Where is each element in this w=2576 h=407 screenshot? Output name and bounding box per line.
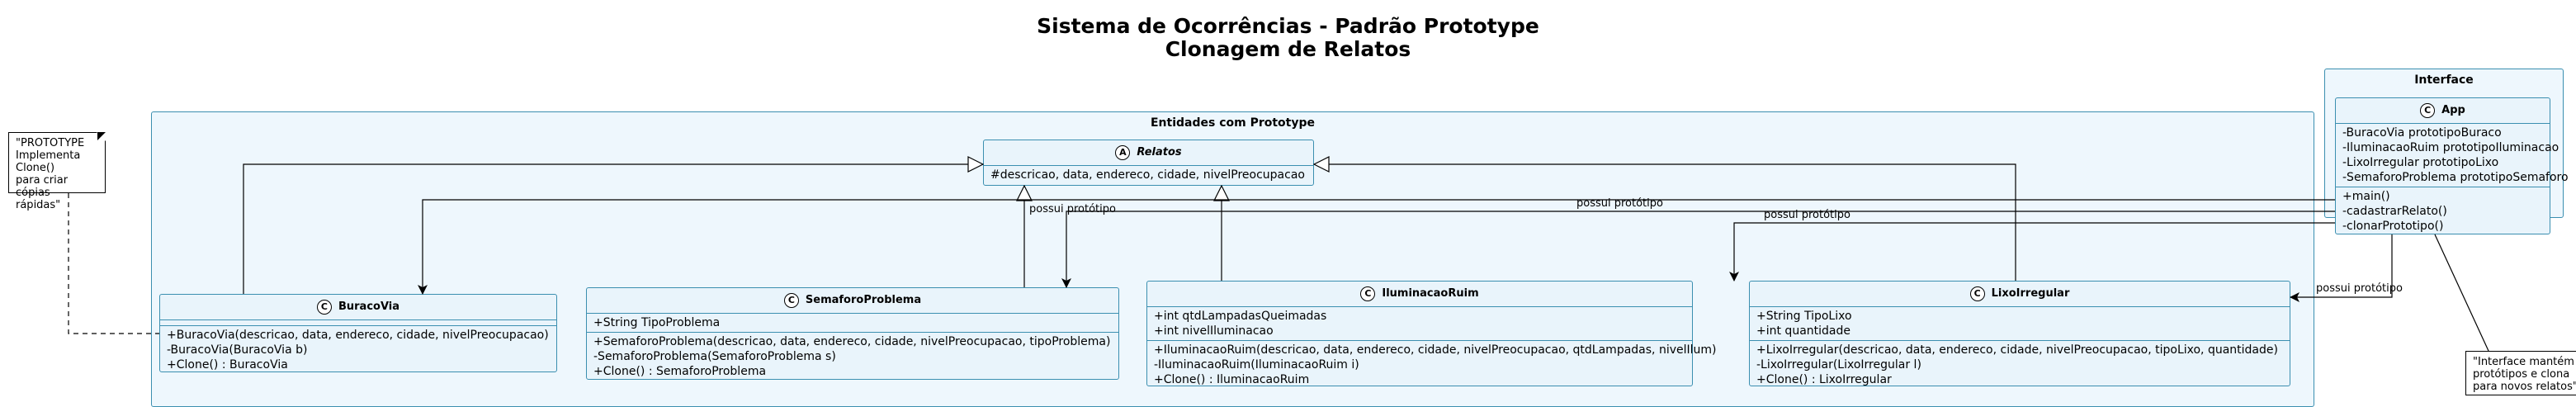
class-buracovia[interactable]: C BuracoVia +BuracoVia(descricao, data, …	[159, 294, 557, 372]
attribute: +int qtdLampadasQueimadas	[1154, 310, 1327, 323]
association-app-buracovia	[418, 199, 2335, 295]
method: -BuracoVia(BuracoVia b)	[167, 343, 308, 357]
class-semaforoproblema-header: C SemaforoProblema	[587, 288, 1118, 314]
class-iluminacaoruim-header: C IluminacaoRuim	[1147, 282, 1692, 307]
note-line: para novos relatos"	[2473, 381, 2576, 393]
class-lixoirregular-name: LixoIrregular	[1991, 287, 2070, 300]
class-icon: C	[1360, 286, 1376, 301]
class-semaforoproblema-attributes: +String TipoProblema	[587, 314, 1118, 333]
class-buracovia-header: C BuracoVia	[160, 295, 556, 320]
class-buracovia-attributes	[160, 320, 556, 326]
class-semaforoproblema-methods: +SemaforoProblema(descricao, data, ender…	[587, 333, 1118, 381]
method: +main()	[2342, 190, 2390, 203]
method: -IluminacaoRuim(IluminacaoRuim i)	[1154, 358, 1359, 372]
class-app-name: App	[2441, 104, 2465, 116]
method: +Clone() : BuracoVia	[167, 358, 288, 372]
method: -clonarPrototipo()	[2342, 220, 2444, 233]
association-app-semaforo	[1061, 211, 2335, 288]
class-icon: C	[1969, 286, 1985, 301]
method: +SemaforoProblema(descricao, data, ender…	[593, 335, 1111, 348]
attribute: -BuracoVia prototipoBuraco	[2342, 126, 2502, 140]
attribute: +String TipoProblema	[593, 316, 721, 329]
class-iluminacaoruim-attributes: +int qtdLampadasQueimadas +int nivelIlum…	[1147, 307, 1692, 341]
class-buracovia-name: BuracoVia	[338, 301, 400, 313]
class-relatos-attributes: #descricao, data, endereco, cidade, nive…	[984, 166, 1313, 184]
class-relatos-header: A Relatos	[984, 140, 1313, 166]
attribute: -LixoIrregular prototipoLixo	[2342, 156, 2499, 169]
method: +Clone() : LixoIrregular	[1756, 373, 1892, 386]
note-line: rápidas"	[16, 199, 61, 211]
class-semaforoproblema-name: SemaforoProblema	[805, 294, 922, 306]
association-app-iluminacao	[1729, 222, 2335, 282]
attribute: +int nivelIluminacao	[1154, 324, 1274, 338]
attribute: -IluminacaoRuim prototipoIluminacao	[2342, 141, 2559, 154]
method: +LixoIrregular(descricao, data, endereco…	[1756, 343, 2278, 357]
method: -SemaforoProblema(SemaforoProblema s)	[593, 350, 836, 363]
class-app-attributes: -BuracoVia prototipoBuraco -IluminacaoRu…	[2336, 124, 2569, 187]
attribute: +String TipoLixo	[1756, 310, 1852, 323]
class-lixoirregular-methods: +LixoIrregular(descricao, data, endereco…	[1750, 341, 2290, 389]
association-label: possui protótipo	[1764, 209, 1850, 221]
class-relatos-name: Relatos	[1137, 146, 1182, 159]
note-interface-link	[2434, 234, 2489, 352]
class-relatos[interactable]: A Relatos #descricao, data, endereco, ci…	[983, 140, 1314, 186]
note-prototype-link	[68, 193, 159, 334]
method: -cadastrarRelato()	[2342, 205, 2447, 218]
diagram-subtitle: Clonagem de Relatos	[1165, 37, 1411, 61]
note-line: "Interface mantém	[2473, 356, 2574, 368]
inheritance-lixo-relatos	[1314, 164, 2016, 281]
method: +Clone() : IluminacaoRuim	[1154, 373, 1310, 386]
class-lixoirregular[interactable]: C LixoIrregular +String TipoLixo +int qu…	[1749, 281, 2290, 386]
class-icon: C	[2420, 103, 2436, 118]
association-label: possui protótipo	[2316, 282, 2403, 295]
class-iluminacaoruim[interactable]: C IluminacaoRuim +int qtdLampadasQueimad…	[1146, 281, 1717, 389]
package-interface-title: Interface	[2414, 73, 2474, 87]
note-prototype: "PROTOTYPE Implementa Clone() para criar…	[8, 132, 106, 211]
method: +BuracoVia(descricao, data, endereco, ci…	[167, 329, 549, 342]
inheritance-buracovia-relatos	[243, 164, 983, 294]
abstract-class-icon: A	[1115, 145, 1131, 160]
association-app-lixo	[2290, 234, 2393, 302]
attribute: #descricao, data, endereco, cidade, nive…	[990, 168, 1305, 182]
note-line: Implementa Clone()	[16, 149, 81, 174]
class-app-header: C App	[2336, 98, 2550, 124]
class-app-methods: +main() -cadastrarRelato() -clonarProtot…	[2336, 187, 2550, 235]
attribute: -SemaforoProblema prototipoSemaforo	[2342, 171, 2569, 184]
class-app[interactable]: C App -BuracoVia prototipoBuraco -Ilumin…	[2335, 97, 2569, 235]
package-entities-title: Entidades com Prototype	[1150, 116, 1316, 130]
attribute: +int quantidade	[1756, 324, 1850, 338]
note-interface: "Interface mantém protótipos e clona par…	[2465, 351, 2576, 395]
class-buracovia-methods: +BuracoVia(descricao, data, endereco, ci…	[160, 326, 556, 374]
diagram-title: Sistema de Ocorrências - Padrão Prototyp…	[1037, 14, 1539, 38]
class-semaforoproblema[interactable]: C SemaforoProblema +String TipoProblema …	[586, 287, 1119, 380]
class-lixoirregular-header: C LixoIrregular	[1750, 282, 2290, 307]
note-line: para criar cópias	[16, 174, 69, 199]
class-lixoirregular-attributes: +String TipoLixo +int quantidade	[1750, 307, 2290, 341]
note-line: "PROTOTYPE	[16, 137, 85, 149]
method: -LixoIrregular(LixoIrregular l)	[1756, 358, 1921, 372]
class-iluminacaoruim-methods: +IluminacaoRuim(descricao, data, enderec…	[1147, 341, 1717, 389]
method: +Clone() : SemaforoProblema	[593, 365, 767, 378]
class-iluminacaoruim-name: IluminacaoRuim	[1382, 287, 1479, 300]
note-line: protótipos e clona	[2473, 368, 2570, 381]
class-icon: C	[783, 293, 799, 308]
association-label: possui protótipo	[1029, 203, 1116, 215]
method: +IluminacaoRuim(descricao, data, enderec…	[1154, 343, 1717, 357]
association-label: possui protótipo	[1576, 197, 1663, 210]
class-icon: C	[316, 300, 332, 315]
